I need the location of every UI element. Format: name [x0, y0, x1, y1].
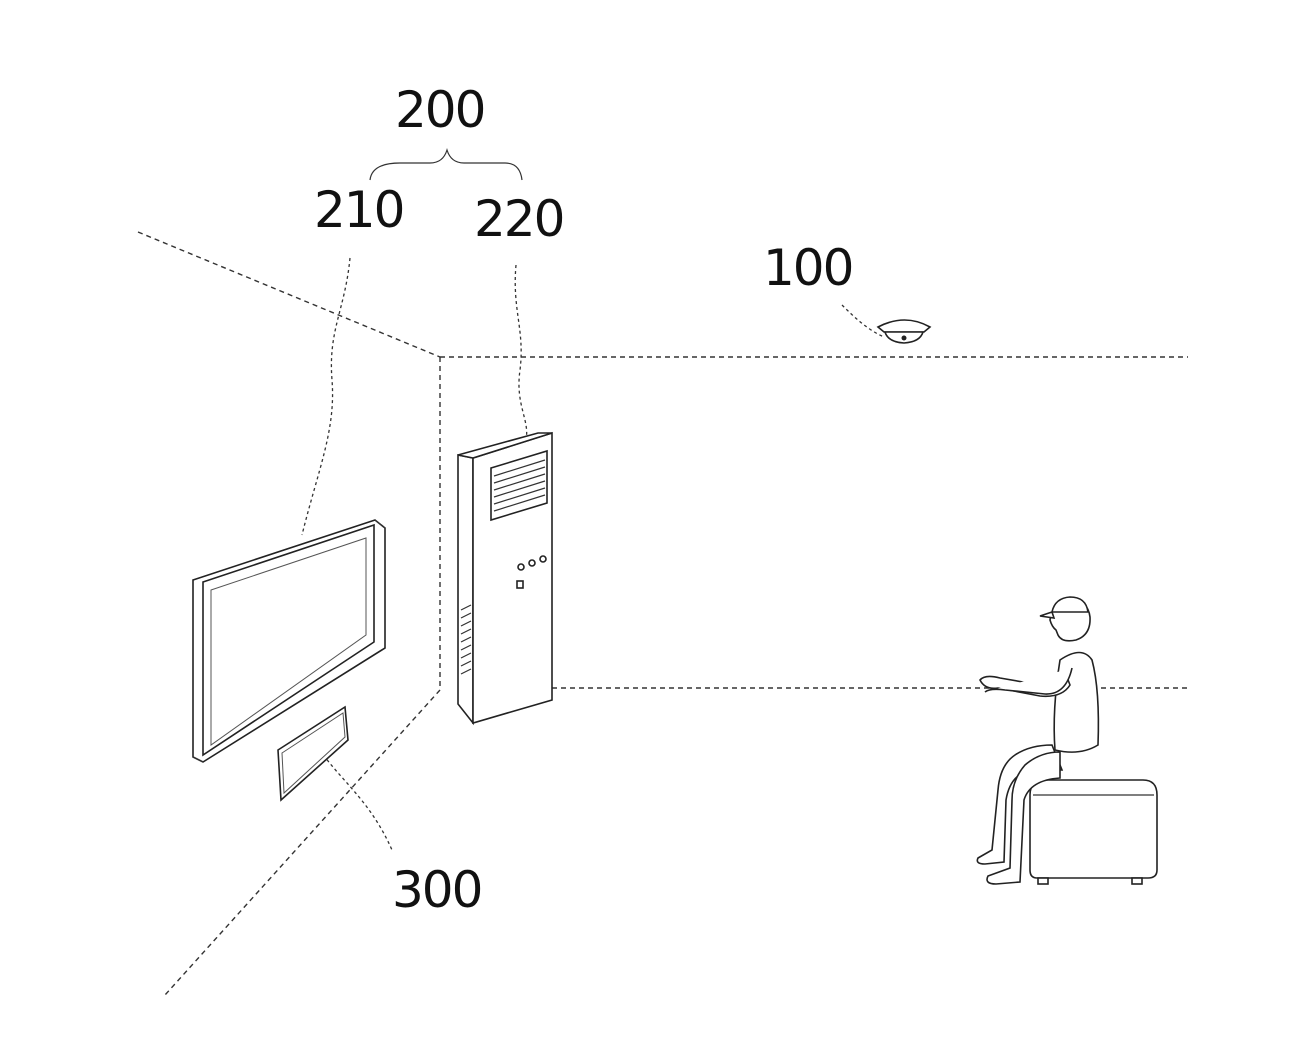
label-300: 300 — [392, 861, 481, 919]
seated-person — [977, 597, 1157, 884]
label-200: 200 — [395, 81, 484, 139]
leader-300 — [320, 750, 392, 850]
wall-display — [193, 520, 385, 762]
label-220: 220 — [474, 190, 563, 248]
brace-200 — [370, 150, 522, 180]
label-100: 100 — [763, 239, 852, 297]
wall-panel — [278, 707, 348, 800]
ceiling-left-edge — [138, 232, 440, 357]
ceiling-sensor — [878, 320, 930, 343]
leader-210 — [302, 258, 350, 535]
leader-100 — [842, 305, 884, 337]
leader-220 — [515, 265, 526, 440]
standing-air-conditioner — [458, 433, 552, 723]
label-210: 210 — [314, 181, 403, 239]
